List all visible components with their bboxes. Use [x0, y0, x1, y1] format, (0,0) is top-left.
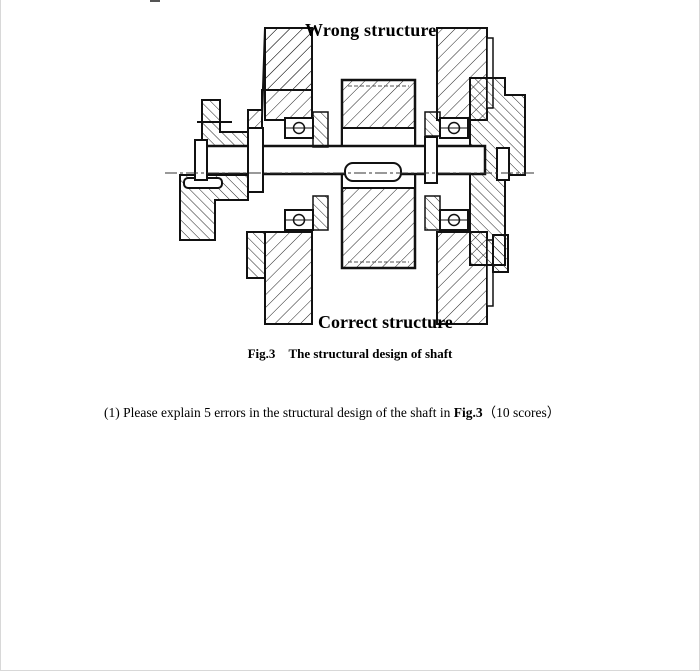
question-figure-ref: Fig.3 — [453, 405, 483, 420]
wrong-structure-label: Wrong structure — [305, 20, 437, 40]
figure-title: The structural design of shaft — [288, 346, 453, 361]
figure-caption: Fig.3 The structural design of shaft — [0, 346, 700, 362]
question-text: (1) Please explain 5 errors in the struc… — [104, 401, 560, 421]
shaft-drawing — [160, 10, 540, 335]
question-prefix: (1) Please explain 5 errors in the struc… — [104, 405, 454, 420]
figure-number: Fig.3 — [247, 346, 276, 361]
question-suffix: （10 scores） — [482, 405, 561, 420]
top-rule — [150, 0, 160, 2]
correct-structure-label: Correct structure — [318, 312, 453, 332]
